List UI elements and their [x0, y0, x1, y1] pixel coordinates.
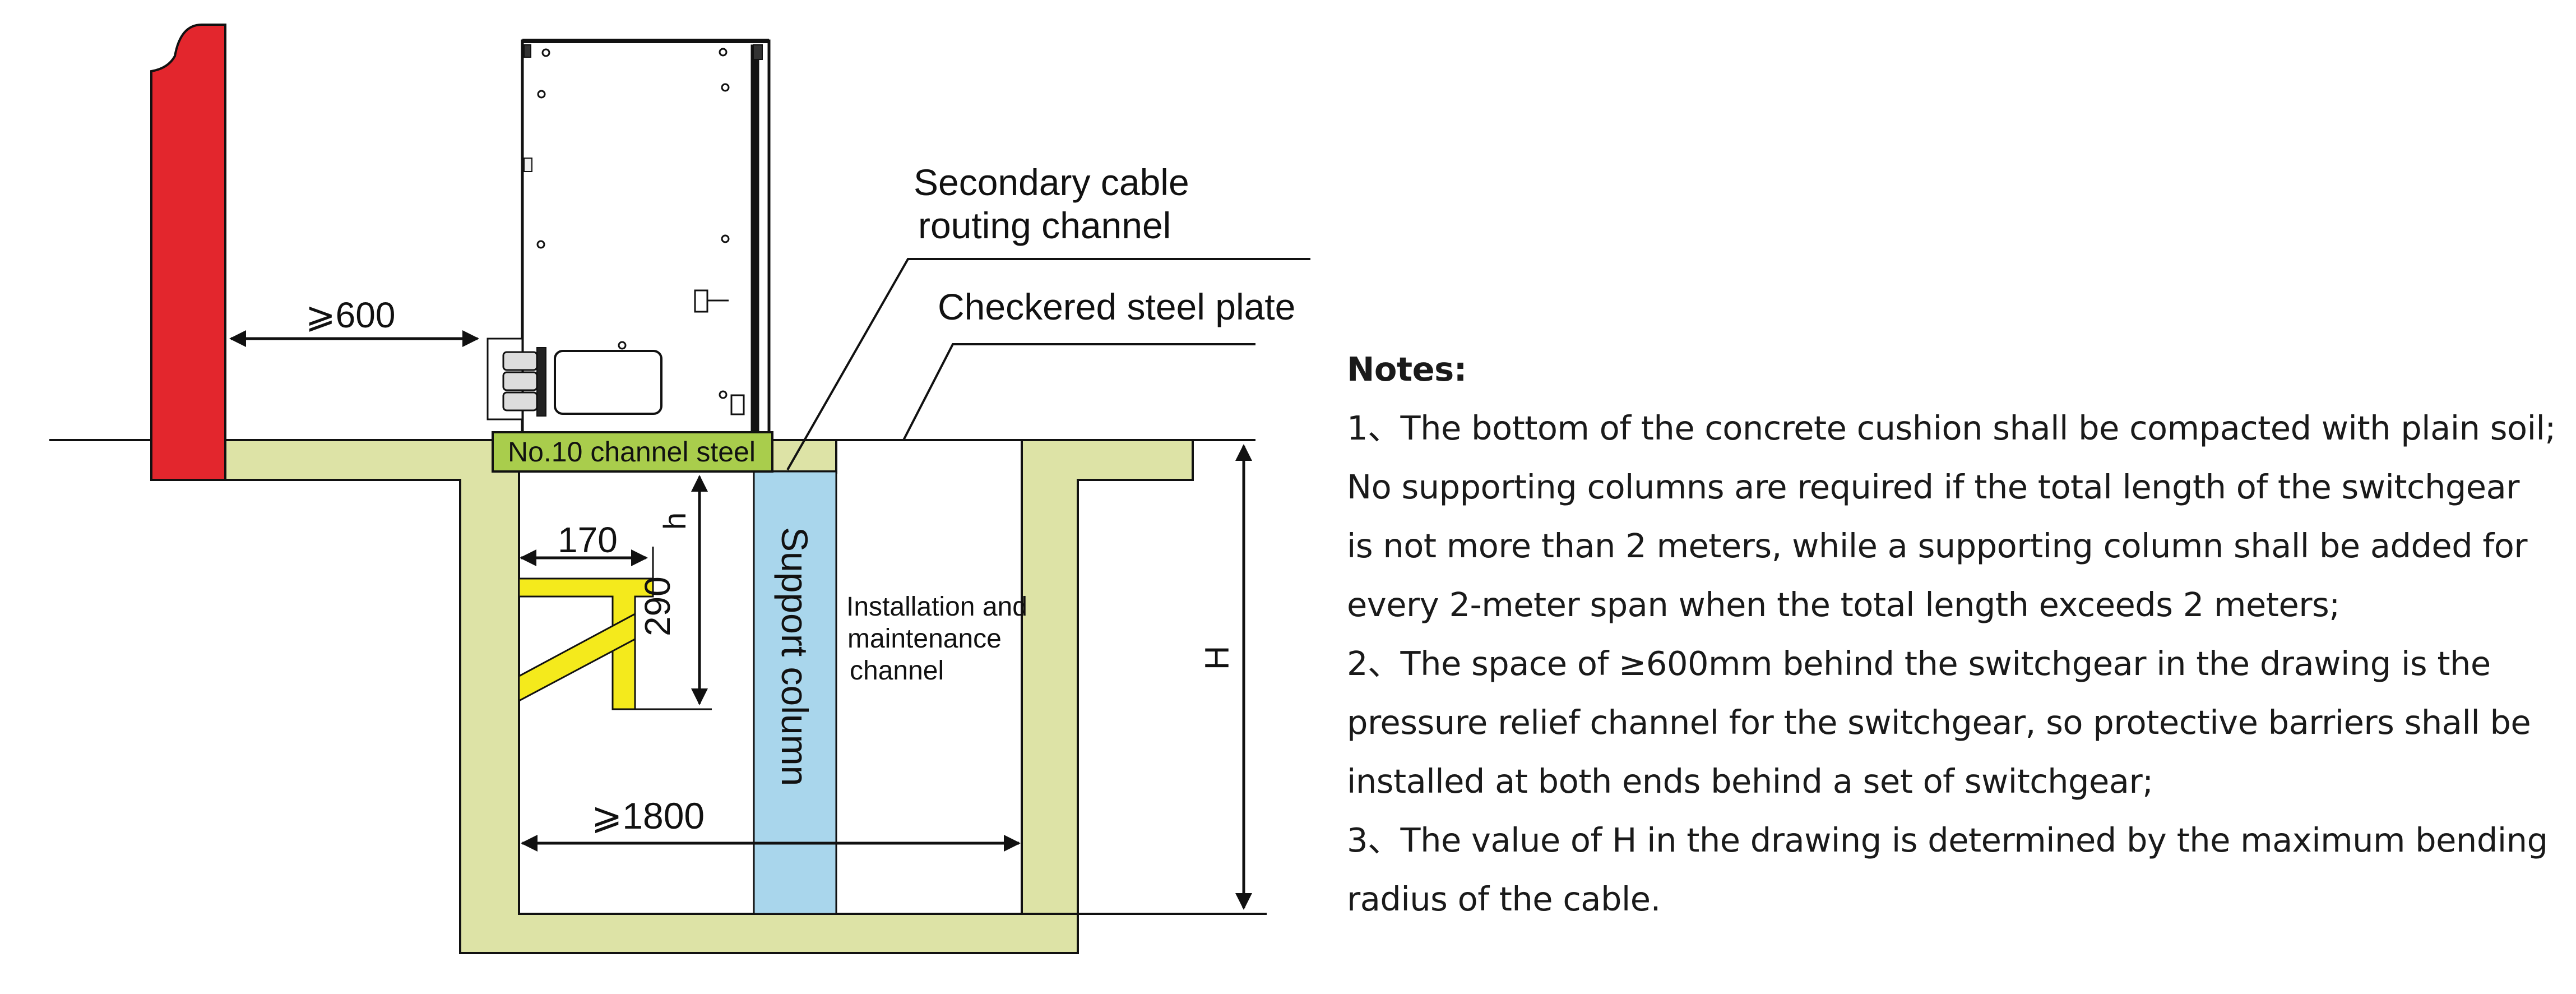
notes-line: installed at both ends behind a set of s… [1347, 762, 2153, 801]
notes-panel: Notes: 1、The bottom of the concrete cush… [1347, 340, 2569, 928]
channel-steel [492, 431, 773, 473]
rear-wall [150, 24, 226, 481]
support-column-label: Support column [774, 527, 816, 786]
checkered-plate-leader [902, 343, 1255, 441]
secondary-cable-leader [786, 258, 1310, 470]
notes-line: 2、The space of ≥600mm behind the switchg… [1347, 644, 2491, 683]
switchgear-cabinet [487, 39, 771, 435]
notes-line: is not more than 2 meters, while a suppo… [1347, 526, 2528, 565]
notes-title: Notes: [1347, 350, 1467, 389]
rear-clearance-label: ⩾600 [305, 295, 395, 335]
checkered-plate-label: Checkered steel plate [938, 286, 1295, 327]
h-label: h [657, 512, 692, 530]
bracket-height-label: 290 [637, 576, 678, 636]
maintenance-channel-opening [836, 440, 1022, 474]
notes-line: 1、The bottom of the concrete cushion sha… [1347, 409, 2556, 447]
notes-line: No supporting columns are required if th… [1347, 468, 2520, 506]
notes-line: radius of the cable. [1347, 880, 1661, 918]
notes-line: pressure relief channel for the switchge… [1347, 703, 2531, 742]
notes-line: 3、The value of H in the drawing is deter… [1347, 821, 2548, 859]
channel-steel-label: No.10 channel steel [508, 436, 756, 468]
trench-depth-label: H [1198, 646, 1236, 670]
bracket-width-label: 170 [558, 520, 618, 560]
trench-width-label: ⩾1800 [591, 795, 705, 836]
secondary-cable-label: Secondary cable routing channel [914, 161, 1199, 246]
maintenance-channel-label: Installation and maintenance channel [846, 592, 1035, 686]
notes-line: every 2-meter span when the total length… [1347, 585, 2340, 624]
